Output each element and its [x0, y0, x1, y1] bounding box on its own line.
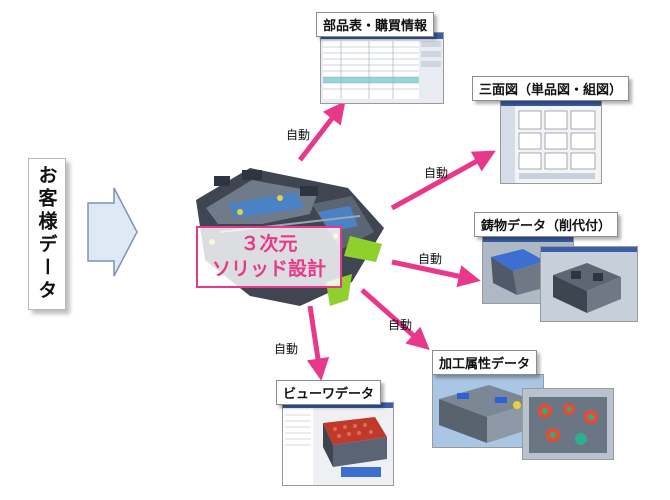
customer-data-label: お客様データ	[35, 165, 58, 303]
customer-data-box: お客様データ	[28, 158, 66, 310]
arrow-to-viewer	[306, 305, 330, 381]
viewer-label: ビューワデータ	[276, 380, 382, 405]
drawings-label: 三面図（単品図・組図）	[472, 76, 630, 101]
arrow-to-machining	[360, 288, 430, 350]
solid-design-line2: ソリッド設計	[211, 258, 326, 280]
viewer-screenshot	[282, 402, 394, 486]
solid-design-label: ３次元 ソリッド設計	[196, 226, 342, 288]
machining-screenshot-2	[522, 388, 614, 460]
auto-label-machining: 自動	[388, 318, 413, 332]
auto-label-viewer: 自動	[274, 342, 299, 356]
arrow-to-casting	[391, 259, 481, 288]
drawings-screenshot	[500, 100, 602, 184]
input-block-arrow	[87, 187, 138, 277]
auto-label-bom: 自動	[286, 128, 311, 142]
auto-label-drawings: 自動	[424, 166, 449, 180]
arrow-to-bom	[298, 100, 346, 162]
machining-label: 加工属性データ	[432, 350, 538, 375]
bom-label: 部品表・購買情報	[316, 12, 435, 37]
auto-label-casting: 自動	[418, 252, 443, 266]
bom-screenshot	[320, 32, 444, 104]
arrow-to-drawings	[390, 150, 496, 211]
solid-design-line1: ３次元	[240, 233, 298, 255]
casting-label: 鋳物データ（削代付）	[474, 212, 619, 237]
casting-screenshot-2	[540, 246, 638, 322]
